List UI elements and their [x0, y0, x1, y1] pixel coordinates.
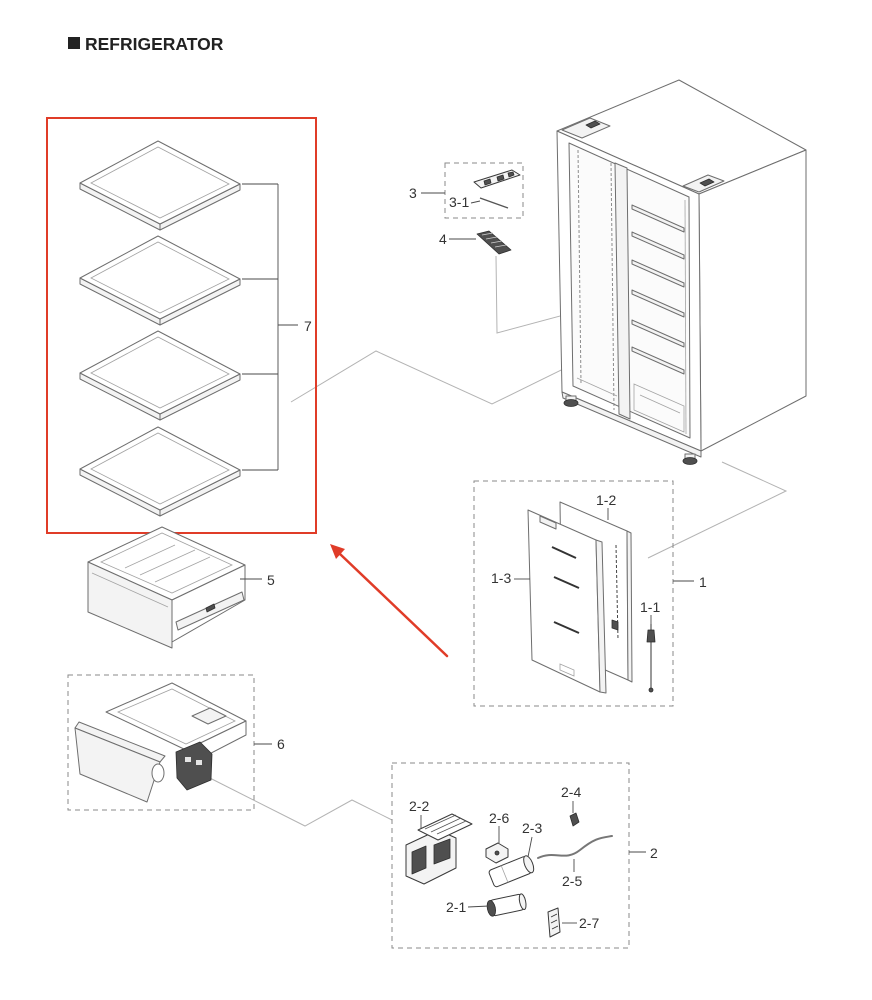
callout-1-1: 1-1	[640, 599, 660, 615]
shelf-trim	[90, 146, 230, 219]
part-1-3-panel	[527, 509, 607, 694]
callout-2-3: 2-3	[522, 820, 542, 836]
leader-group6-to-group2	[197, 771, 393, 827]
part-2-3-cylinder	[488, 855, 535, 888]
shelf-set: 7	[79, 140, 312, 517]
part-2-7-board	[547, 907, 561, 938]
left-wall-rail	[577, 149, 582, 385]
arrow-shaft	[338, 552, 449, 658]
shelf-glass	[79, 330, 241, 415]
callout-1: 1	[699, 574, 707, 590]
callout-2-4: 2-4	[561, 784, 581, 800]
shelf-glass	[79, 140, 241, 225]
shelf-trim	[90, 336, 230, 409]
parts-group-2: 2-2 2-6 2-3 2-4 2-5 2-1 2-7 2	[391, 762, 658, 949]
glass-shelf	[79, 330, 241, 421]
part-2-2-housing	[405, 813, 473, 885]
group-6-dashed-box	[67, 674, 255, 811]
arrow-head	[330, 544, 345, 559]
center-mullion	[614, 162, 631, 420]
page-title: REFRIGERATOR	[85, 34, 224, 54]
callout-2-1: 2-1	[446, 899, 466, 915]
parts-group-6: 6	[67, 674, 285, 811]
drawer-rail	[175, 591, 245, 631]
part-2-4-clip	[569, 812, 580, 827]
shelf-glass	[79, 235, 241, 320]
shelf-trim	[90, 432, 230, 505]
cabinet-foot-left	[563, 395, 579, 407]
cabinet-base-strip	[561, 391, 702, 458]
glass-shelf	[79, 235, 241, 326]
drawer-mechanism	[175, 741, 213, 791]
callout-2-2: 2-2	[409, 798, 429, 814]
part-1-1-sensor	[646, 624, 656, 693]
group-2-dashed-box	[391, 762, 630, 949]
group-1-dashed-box	[473, 480, 674, 707]
parts-group-3: 3 3-1	[409, 162, 524, 219]
left-compartment-floor	[576, 377, 618, 397]
right-wall-edge	[684, 199, 687, 435]
callout-3: 3	[409, 185, 417, 201]
cabinet-foot-right	[682, 453, 698, 465]
top-hinge-left	[561, 117, 611, 139]
parts-group-1: 1-2 1-3 1-1 1	[473, 480, 707, 707]
crisper-drawer: 5	[87, 526, 275, 649]
drawer-front	[87, 561, 173, 649]
cabinet-side	[698, 149, 807, 452]
leader-cabinet-to-group1	[647, 461, 788, 559]
shelf-glass	[79, 426, 241, 511]
part-2-6-clip	[485, 842, 509, 864]
callout-2-6: 2-6	[489, 810, 509, 826]
mullion-rail	[610, 162, 615, 411]
callout-2-7: 2-7	[579, 915, 599, 931]
callout-1-3: 1-3	[491, 570, 511, 586]
top-hinge-right	[682, 174, 725, 193]
highlight-box	[46, 117, 317, 534]
callout-4: 4	[439, 231, 447, 247]
highlight-arrow	[330, 544, 449, 658]
glass-shelf	[79, 426, 241, 517]
callout-6: 6	[277, 736, 285, 752]
drawer-block	[191, 707, 227, 725]
refrigerator-cabinet	[556, 79, 807, 465]
drawer-front-panel	[74, 727, 161, 803]
part-3-bracket	[473, 169, 521, 189]
part-3-1-rod	[479, 197, 509, 209]
callout-3-1: 3-1	[449, 194, 469, 210]
glass-shelf	[79, 140, 241, 231]
callout-7: 7	[304, 318, 312, 334]
part-2-5-tube	[537, 835, 613, 859]
callout-1-2: 1-2	[596, 492, 616, 508]
diagram-heading: REFRIGERATOR	[68, 34, 224, 54]
callout-5: 5	[267, 572, 275, 588]
callout-2: 2	[650, 845, 658, 861]
callout-bracket-7	[242, 183, 298, 471]
group-3-dashed-box	[444, 162, 524, 219]
cabinet-interior-shelves	[631, 204, 685, 433]
shelf-trim	[90, 241, 230, 314]
title-square-bullet	[68, 37, 80, 49]
part-2-1-cylinder	[486, 893, 527, 917]
callout-2-5: 2-5	[562, 873, 582, 889]
part-4-grille: 4	[439, 230, 512, 255]
